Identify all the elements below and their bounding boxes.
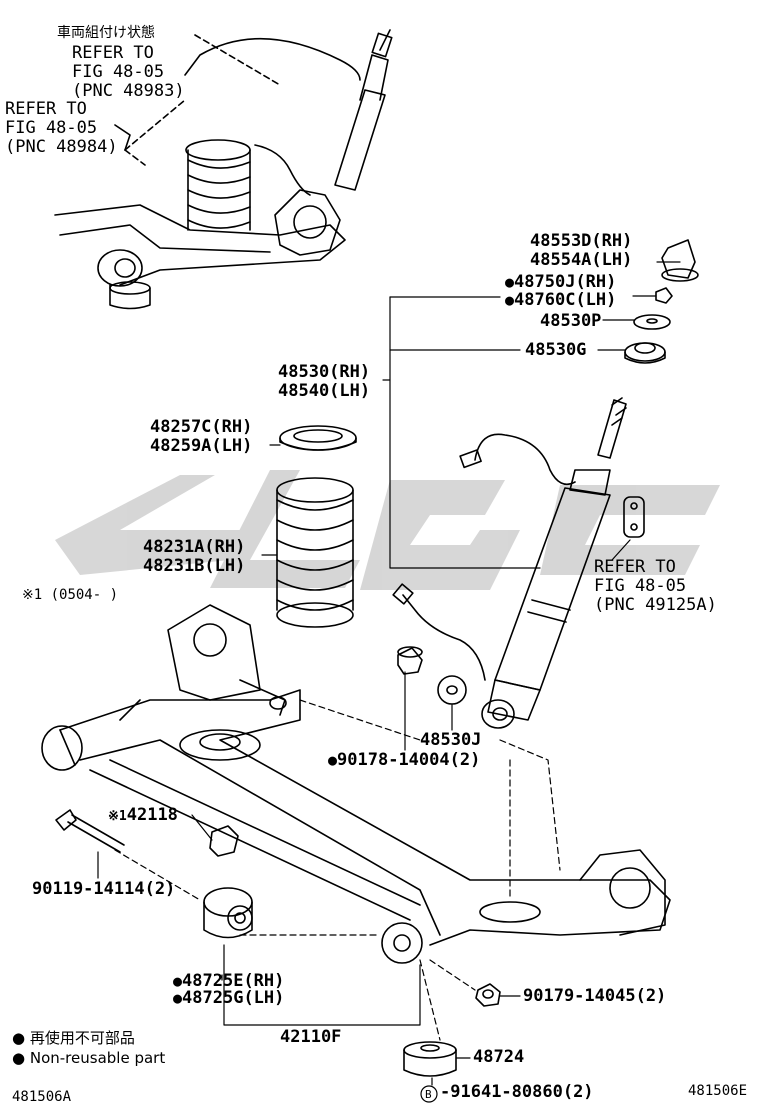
label-48750j: ●48750J(RH): [505, 272, 617, 292]
label-91641: -91641-80860(2): [440, 1082, 594, 1102]
label-48554a: 48554A(LH): [530, 250, 633, 270]
legend-en: ● Non-reusable part: [12, 1049, 166, 1067]
label-ref-48984-line2: FIG 48-05: [5, 118, 98, 138]
washer-48530p: [633, 314, 671, 330]
upper-spring-insulator: [279, 425, 357, 451]
label-90178: ●90178-14004(2): [328, 750, 481, 770]
legend-dot: ●: [12, 1029, 30, 1047]
label-leaders: [97, 261, 681, 1086]
b-mark-label: B: [425, 1088, 432, 1101]
b-mark-circle: [420, 1085, 438, 1103]
leader-bracket-48530: [382, 296, 541, 569]
label-48553d: 48553D(RH): [530, 231, 633, 251]
label-48530g: 48530G: [525, 340, 587, 360]
label-48725e: ●48725E(RH): [173, 971, 285, 991]
nut-48750j: [655, 287, 673, 304]
legend-dot: ●: [12, 1049, 30, 1067]
label-48540: 48540(LH): [278, 381, 371, 401]
nut-90179: [475, 983, 501, 1007]
label-48259a: 48259A(LH): [150, 436, 253, 456]
cushion-48530j: [437, 675, 467, 705]
non-reusable-dot: ●: [173, 989, 183, 1007]
label-90119: 90119-14114(2): [32, 879, 176, 899]
shock-absorber: [392, 397, 645, 729]
label-ref-48983-line1: REFER TO: [72, 43, 154, 63]
label-48530p: 48530P: [540, 311, 602, 331]
non-reusable-dot: ●: [505, 291, 515, 309]
label-90179: 90179-14045(2): [523, 986, 667, 1006]
stopper-42118: [209, 825, 239, 857]
label-ref-48983-line3: (PNC 48983): [72, 81, 185, 101]
footer-code-right: 481506E: [688, 1083, 748, 1099]
non-reusable-dot: ●: [328, 751, 338, 769]
watermark-logo: [55, 470, 720, 590]
bushing-90178: [397, 646, 423, 675]
label-ref-49125-line1: REFER TO: [594, 557, 676, 577]
inset-title: 車両組付け状態: [57, 25, 155, 41]
bushing-48725: [203, 887, 253, 939]
non-reusable-dot: ●: [173, 972, 183, 990]
label-48231b: 48231B(LH): [143, 556, 246, 576]
label-42110f: 42110F: [280, 1027, 342, 1047]
insulator-48724: [403, 1041, 457, 1077]
footer-code-left: 481506A: [12, 1089, 72, 1105]
label-ref-48984-line1: REFER TO: [5, 99, 87, 119]
label-48530j: 48530J: [420, 730, 482, 750]
legend-jp: ● 再使用不可部品: [12, 1029, 135, 1047]
inset-assembly: [54, 29, 393, 310]
label-ref-48984-line3: (PNC 48984): [5, 137, 118, 157]
coil-spring: [276, 477, 354, 628]
rear-axle-beam: [41, 604, 671, 964]
label-ref-49125-line3: (PNC 49125A): [594, 595, 717, 615]
label-48530: 48530(RH): [278, 362, 371, 382]
label-48231a: 48231A(RH): [143, 537, 246, 557]
dashed-assembly-lines: [114, 699, 561, 1041]
label-48760c: ●48760C(LH): [505, 290, 617, 310]
label-ref-48983-line2: FIG 48-05: [72, 62, 165, 82]
label-48724: 48724: [473, 1047, 525, 1067]
label-date-note: ※1 (0504- ): [22, 587, 119, 603]
bolt-90119: [55, 809, 125, 853]
bump-stopper: [661, 239, 699, 282]
label-48257c: 48257C(RH): [150, 417, 253, 437]
non-reusable-dot: ●: [505, 273, 515, 291]
label-48725g: ●48725G(LH): [173, 988, 285, 1008]
label-42118: ※142118: [108, 805, 178, 825]
label-ref-49125-line2: FIG 48-05: [594, 576, 687, 596]
insulator-48530g: [624, 342, 666, 364]
